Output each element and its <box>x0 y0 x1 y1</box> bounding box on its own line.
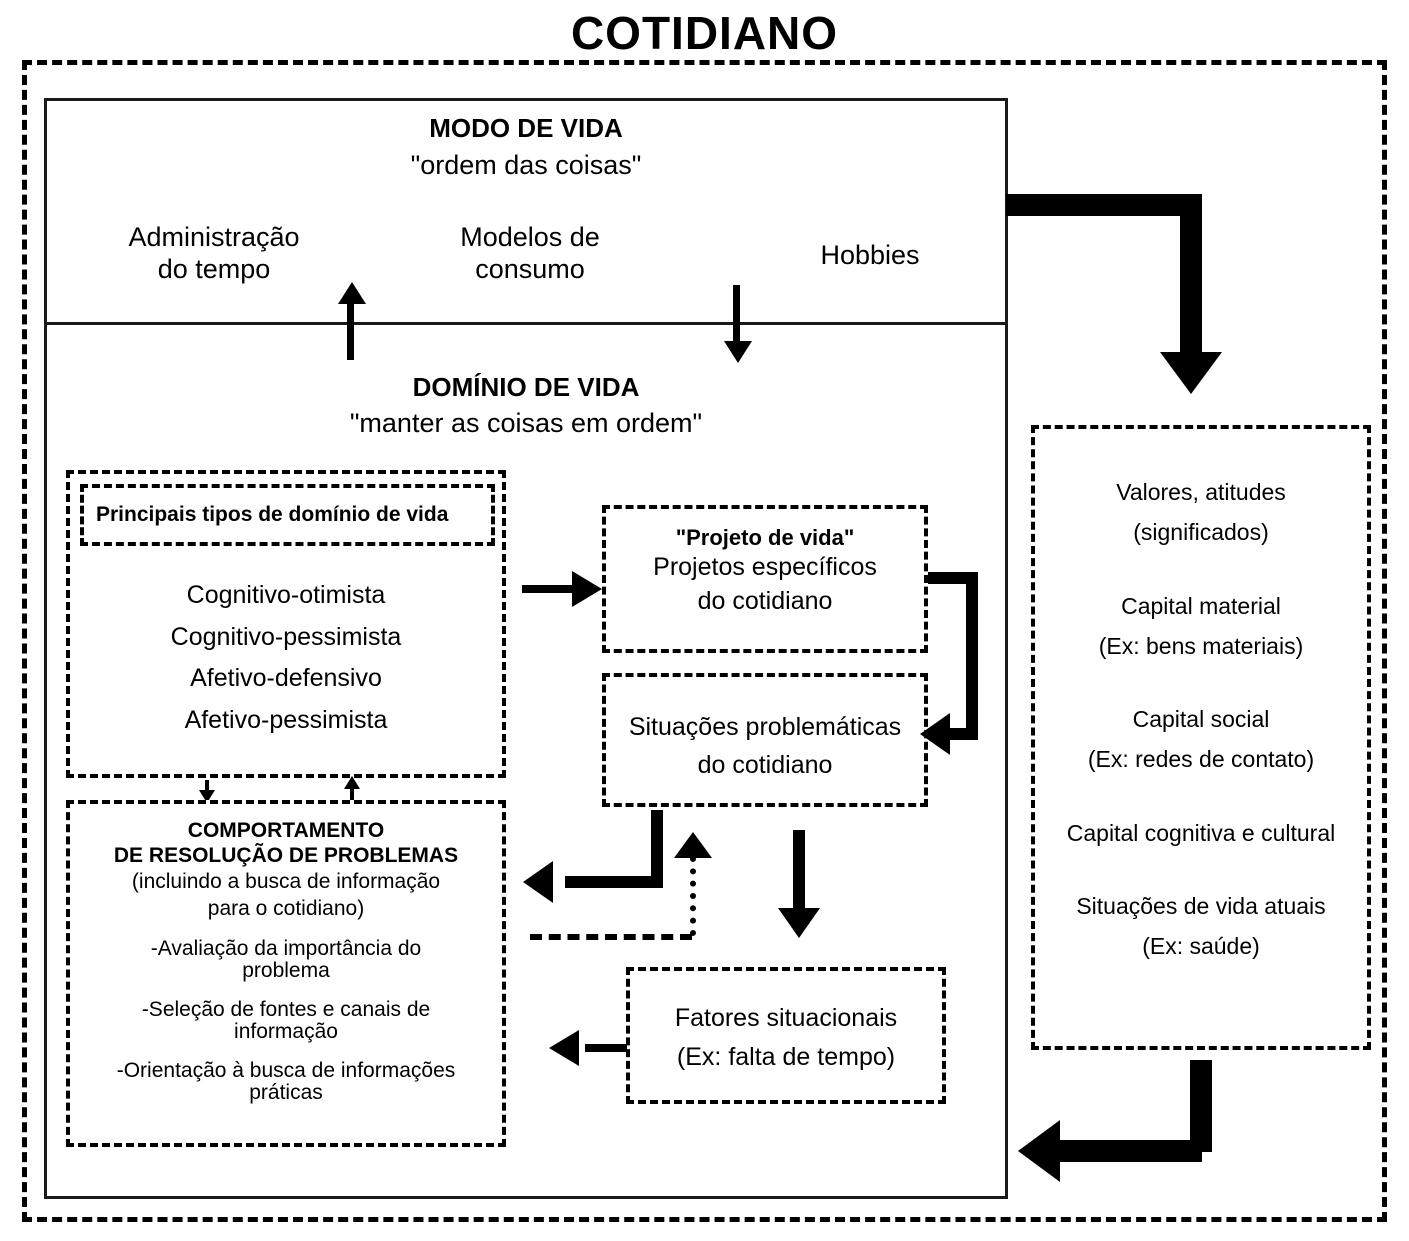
arrow-vertical-situacoes-to-fatores <box>793 830 805 914</box>
comportamento-resolucao-problemas-box <box>66 800 506 1147</box>
fatores-situacionais-box <box>626 967 946 1104</box>
projeto-de-vida-content: "Projeto de vida" Projetos específicos d… <box>602 525 928 619</box>
capital-group: Capital social (Ex: redes de contato) <box>1031 699 1371 780</box>
arrow-up-shaft-dominio-to-modo <box>347 300 354 360</box>
arrow-down-shaft-modo-to-dominio <box>733 285 740 343</box>
page-title: COTIDIANO <box>570 7 839 59</box>
fatores-situacionais-line2: (Ex: falta de tempo) <box>676 1042 896 1071</box>
fatores-situacionais-content: Fatores situacionais (Ex: falta de tempo… <box>626 999 946 1077</box>
modo-item-hobbies: Hobbies <box>820 240 920 270</box>
projeto-de-vida-box <box>602 505 928 653</box>
capital-group-line2: (Ex: bens materiais) <box>1098 632 1304 659</box>
outer-loop-arrow-head-into-capital <box>1160 352 1222 394</box>
modo-dominio-divider <box>44 322 1008 325</box>
arrow-horizontal-situacoes-to-comportamento <box>565 876 663 888</box>
arrow-up-shaft-comportamento-to-tipos <box>350 786 354 800</box>
loop-arrow-vertical-segment-projeto <box>966 572 978 734</box>
arrow-head-into-fatores <box>778 908 820 938</box>
comportamento-heading-line1: COMPORTAMENTO <box>187 819 385 842</box>
capital-group-line1: Capital cognitiva e cultural <box>1066 819 1336 846</box>
arrow-head-into-comportamento <box>523 861 553 903</box>
arrow-down-head-modo-to-dominio <box>724 341 752 363</box>
loop-arrow-bottom-segment-projeto <box>948 728 978 740</box>
dominio-de-vida-heading: DOMÍNIO DE VIDA <box>412 372 640 402</box>
arrow-vertical-situacoes-to-comportamento <box>651 810 663 888</box>
situacoes-problematicas-line1: Situações problemáticas <box>628 713 902 741</box>
bottom-loop-vertical <box>1190 1060 1212 1152</box>
dashed-feedback-vertical <box>690 856 696 936</box>
arrow-down-head-tipos-to-comportamento <box>199 790 215 803</box>
fatores-situacionais-line1: Fatores situacionais <box>674 1004 898 1032</box>
principais-tipos-header-label: Principais tipos de domínio de vida <box>96 503 449 526</box>
comportamento-content: COMPORTAMENTO DE RESOLUÇÃO DE PROBLEMAS … <box>74 818 498 1104</box>
dominio-de-vida-subheading: "manter as coisas em ordem" <box>349 408 703 438</box>
arrow-up-head-comportamento-to-tipos <box>344 776 360 789</box>
capital-group-line1: Capital social <box>1132 706 1270 732</box>
cotidiano-outer-frame <box>22 60 1387 1222</box>
list-item: Cognitivo-pessimista <box>170 622 402 651</box>
projeto-de-vida-line2: do cotidiano <box>697 586 833 615</box>
projeto-de-vida-heading: "Projeto de vida" <box>675 525 855 550</box>
comportamento-note-line2: para o cotidiano) <box>207 896 365 920</box>
capital-group-line1: Capital material <box>1121 592 1281 619</box>
capital-group: Capital cognitiva e cultural <box>1031 813 1371 853</box>
capital-group-line2: (Ex: redes de contato) <box>1087 746 1315 773</box>
situacoes-problematicas-line2: do cotidiano <box>697 751 833 779</box>
bottom-loop-arrow-head <box>1018 1120 1060 1182</box>
outer-loop-right-vertical <box>1180 194 1202 362</box>
principais-tipos-header-box: Principais tipos de domínio de vida <box>80 484 495 546</box>
arrow-right-shaft-tipos-to-projeto <box>522 585 577 593</box>
loop-arrow-head-into-situacoes <box>920 713 950 755</box>
loop-arrow-top-segment-projeto <box>928 572 978 584</box>
arrow-up-head-dominio-to-modo <box>338 282 366 304</box>
capital-group: Situações de vida atuais (Ex: saúde) <box>1031 886 1371 967</box>
comportamento-heading-line2: DE RESOLUÇÃO DE PROBLEMAS <box>113 844 459 868</box>
capital-valores-content: Valores, atitudes (significados) Capital… <box>1031 472 1371 966</box>
principais-tipos-list: Cognitivo-otimista Cognitivo-pessimista … <box>66 575 506 741</box>
dashed-feedback-arrow-head <box>674 832 712 858</box>
bottom-loop-horizontal <box>1060 1140 1202 1162</box>
modo-de-vida-subheading: "ordem das coisas" <box>410 150 642 180</box>
capital-group-line1: Valores, atitudes <box>1116 479 1286 505</box>
capital-group-line2: (significados) <box>1133 519 1269 546</box>
list-item: Cognitivo-otimista <box>186 581 386 609</box>
arrow-right-head-tipos-to-projeto <box>572 571 602 607</box>
capital-valores-box <box>1031 425 1371 1050</box>
situacoes-problematicas-content: Situações problemáticas do cotidiano <box>602 708 928 784</box>
capital-group-line2: (Ex: saúde) <box>1142 933 1260 959</box>
arrow-down-shaft-tipos-to-comportamento <box>205 780 209 794</box>
arrow-head-fatores-to-comportamento <box>549 1030 579 1066</box>
list-item: Afetivo-pessimista <box>184 705 388 734</box>
modo-de-vida-heading: MODO DE VIDA <box>429 113 623 143</box>
arrow-shaft-fatores-to-comportamento <box>585 1044 627 1052</box>
list-item: Afetivo-defensivo <box>190 664 382 692</box>
projeto-de-vida-line1: Projetos específicos <box>653 553 877 581</box>
dashed-feedback-horizontal <box>530 934 692 940</box>
capital-group: Capital material (Ex: bens materiais) <box>1031 586 1371 667</box>
outer-loop-top-horizontal <box>1006 194 1202 216</box>
capital-group-line1: Situações de vida atuais <box>1076 892 1326 919</box>
capital-group: Valores, atitudes (significados) <box>1031 472 1371 553</box>
comportamento-note-line1: (incluindo a busca de informação <box>131 870 441 894</box>
